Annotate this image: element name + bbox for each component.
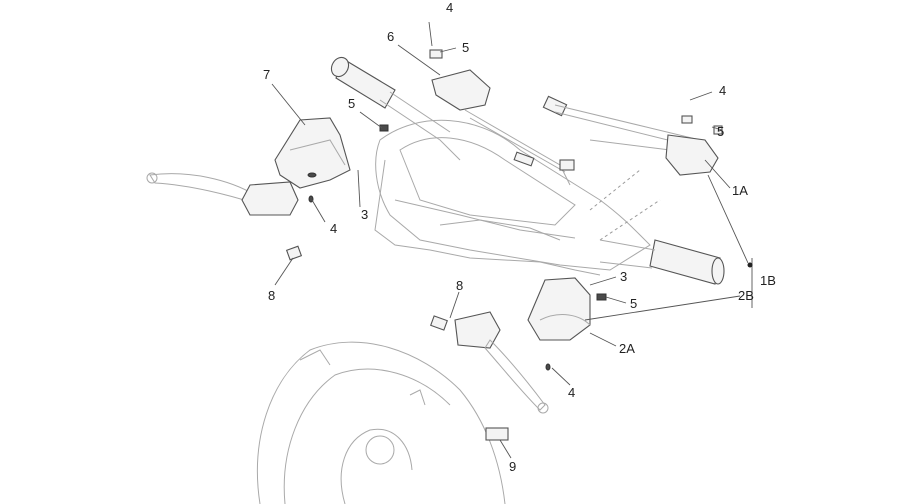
callout-6: 6 — [387, 29, 395, 44]
right-grip — [599, 239, 725, 285]
callout-2A: 2A — [619, 341, 635, 356]
callout-4-left: 4 — [330, 221, 338, 236]
handlebar-frame — [374, 119, 661, 276]
callout-1A: 1A — [732, 183, 748, 198]
callout-4-top: 4 — [446, 0, 454, 15]
callout-3-left: 3 — [361, 207, 369, 222]
callout-7: 7 — [263, 67, 271, 82]
left-switch-housing — [429, 49, 491, 111]
left-brake-lever — [146, 172, 314, 261]
leader-lines — [271, 21, 753, 459]
right-brake-lever — [430, 311, 551, 414]
callout-9: 9 — [509, 459, 517, 474]
callout-2B: 2B — [738, 288, 754, 303]
callout-5-right: 5 — [717, 124, 725, 139]
callout-3-mid: 3 — [620, 269, 628, 284]
left-grip — [330, 56, 461, 161]
callout-5-left: 5 — [348, 96, 356, 111]
right-switch-housing — [665, 115, 723, 176]
callout-8-mid: 8 — [456, 278, 464, 293]
front-shield — [257, 341, 509, 504]
right-cover — [527, 277, 607, 341]
wiring-harness — [464, 95, 701, 186]
callout-8-left: 8 — [268, 288, 276, 303]
callout-5-top: 5 — [462, 40, 470, 55]
callout-4-right: 4 — [719, 83, 727, 98]
callout-5-mid: 5 — [630, 296, 638, 311]
callout-4-bottom: 4 — [568, 385, 576, 400]
callout-1B: 1B — [760, 273, 776, 288]
left-cover — [274, 117, 389, 189]
